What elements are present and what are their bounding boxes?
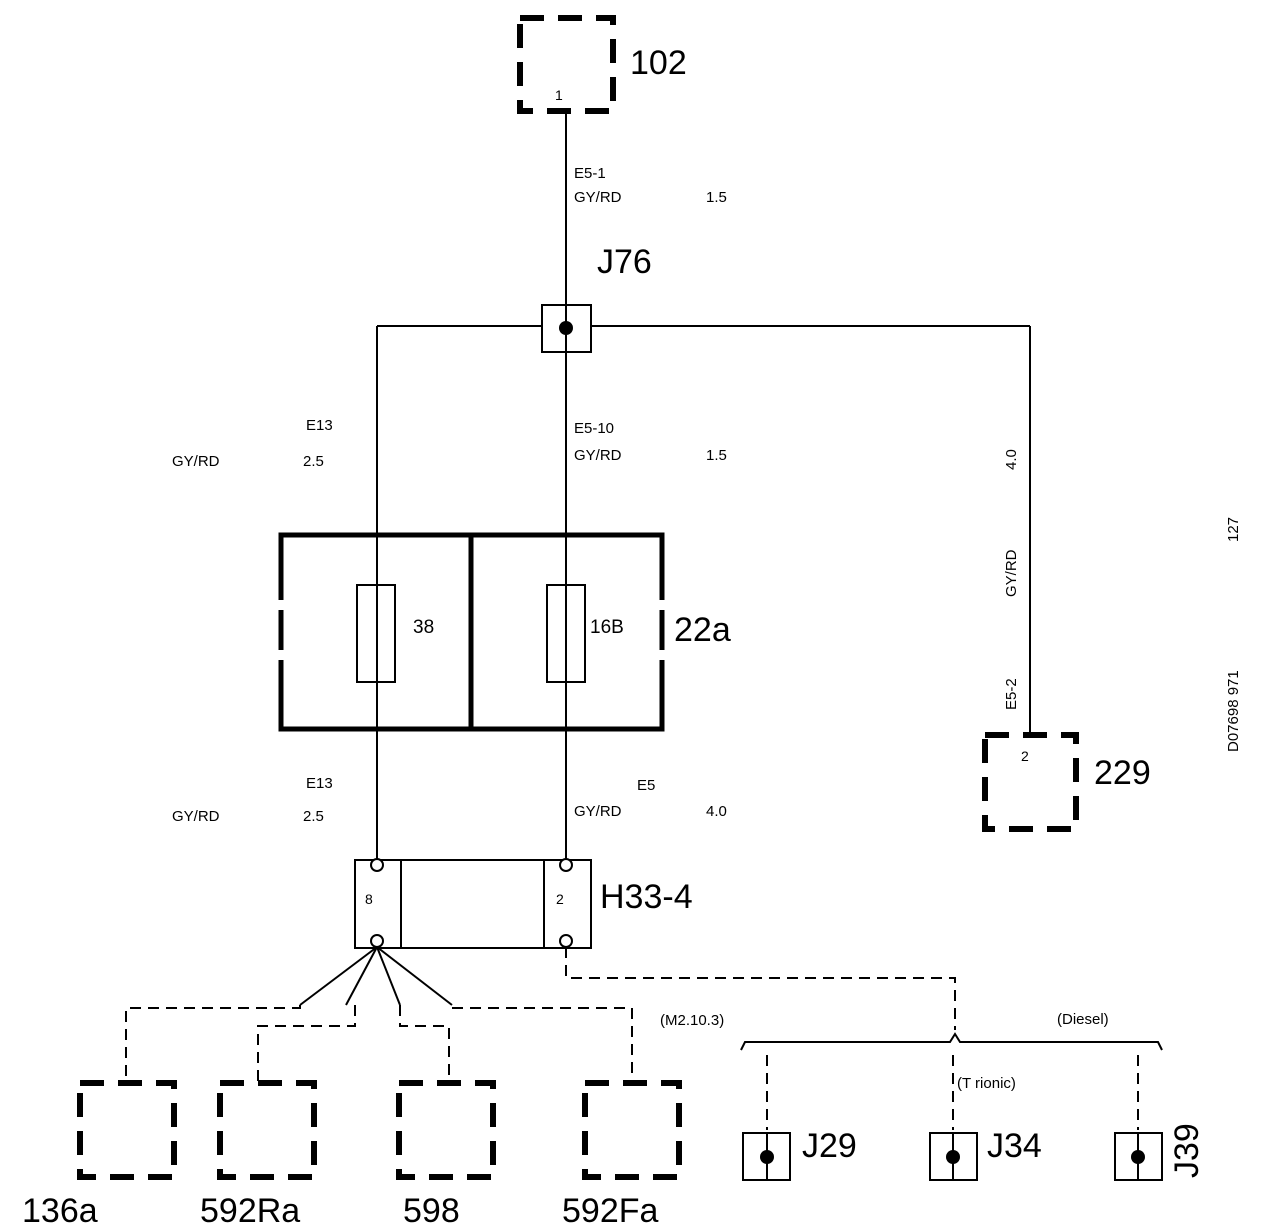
connector-592ra-box bbox=[217, 1080, 317, 1180]
wire-e5-lower-color: GY/RD bbox=[574, 803, 622, 820]
connector-136a-label: 136a bbox=[22, 1192, 98, 1230]
fuse-16b-label: 16B bbox=[590, 617, 624, 638]
branch-pin2 bbox=[565, 947, 956, 1030]
connector-102-box bbox=[517, 15, 616, 114]
wire-e5-10-size: 1.5 bbox=[706, 447, 727, 464]
branch-598 bbox=[399, 1005, 450, 1083]
wire-e5-2-circuit: E5-2 bbox=[1003, 678, 1020, 710]
page-number: 127 bbox=[1225, 517, 1242, 542]
wire-e5-2-color: GY/RD bbox=[1003, 549, 1020, 597]
h33-4-pin-2-label: 2 bbox=[556, 891, 564, 907]
wire-e5-lower-size: 4.0 bbox=[706, 803, 727, 820]
fan-2 bbox=[345, 946, 378, 1006]
connector-136a-box bbox=[77, 1080, 177, 1180]
wire-e13-lower-color: GY/RD bbox=[172, 808, 220, 825]
drawing-number: D07698 971 bbox=[1225, 670, 1242, 752]
h33-4-pin-8-bottom bbox=[370, 934, 384, 948]
connector-592fa-label: 592Fa bbox=[562, 1192, 658, 1230]
wire-e5-2-size: 4.0 bbox=[1003, 449, 1020, 470]
variant-brace bbox=[740, 1032, 1163, 1051]
splice-j76-dot bbox=[559, 321, 573, 335]
junction-j34-label: J34 bbox=[987, 1127, 1042, 1165]
wire-e5-1-circuit: E5-1 bbox=[574, 165, 606, 182]
connector-598-box bbox=[396, 1080, 496, 1180]
h33-4-pin-2-top bbox=[559, 858, 573, 872]
wire-e13-lower-circuit: E13 bbox=[306, 775, 333, 792]
wire-e13-upper-size: 2.5 bbox=[303, 453, 324, 470]
junction-j29-dot bbox=[760, 1150, 774, 1164]
junction-j39-label: J39 bbox=[1168, 1123, 1206, 1178]
wire-e5-lower-circuit: E5 bbox=[637, 777, 655, 794]
branch-592ra bbox=[257, 1005, 356, 1083]
connector-598-label: 598 bbox=[403, 1192, 460, 1230]
connector-592fa-box bbox=[582, 1080, 682, 1180]
variant-m2103-label: (M2.10.3) bbox=[660, 1012, 724, 1029]
h33-4-label: H33-4 bbox=[600, 878, 693, 916]
h33-4-pin-8-top bbox=[370, 858, 384, 872]
connector-229-label: 229 bbox=[1094, 754, 1151, 792]
connector-229-box bbox=[982, 732, 1079, 832]
junction-j29-label: J29 bbox=[802, 1127, 857, 1165]
junction-j34-dot bbox=[946, 1150, 960, 1164]
variant-diesel-label: (Diesel) bbox=[1057, 1011, 1109, 1028]
junction-j39-dot bbox=[1131, 1150, 1145, 1164]
h33-4-pin-2-bottom bbox=[559, 934, 573, 948]
wire-e13-upper-circuit: E13 bbox=[306, 417, 333, 434]
fan-4 bbox=[376, 946, 453, 1006]
connector-102-label: 102 bbox=[630, 44, 687, 82]
wire-e5-1-color: GY/RD bbox=[574, 189, 622, 206]
wire-e13-upper-color: GY/RD bbox=[172, 453, 220, 470]
fan-3 bbox=[376, 946, 401, 1006]
wire-e13-lower-size: 2.5 bbox=[303, 808, 324, 825]
wire-e5-10-color: GY/RD bbox=[574, 447, 622, 464]
wire-e5-1-size: 1.5 bbox=[706, 189, 727, 206]
connector-102-pin: 1 bbox=[555, 87, 563, 103]
connector-h33-4 bbox=[354, 859, 592, 949]
h33-4-pin-8-label: 8 bbox=[365, 891, 373, 907]
fan-1 bbox=[299, 946, 378, 1006]
fusebox-label: 22a bbox=[674, 611, 731, 649]
connector-592ra-label: 592Ra bbox=[200, 1192, 300, 1230]
connector-229-pin: 2 bbox=[1021, 748, 1029, 764]
wire-e5-10-circuit: E5-10 bbox=[574, 420, 614, 437]
branch-136a bbox=[125, 1005, 301, 1083]
variant-trionic-label: (T rionic) bbox=[957, 1075, 1016, 1092]
branch-592fa bbox=[452, 1007, 633, 1083]
splice-j76-label: J76 bbox=[597, 243, 652, 281]
fuse-38-label: 38 bbox=[413, 617, 434, 638]
